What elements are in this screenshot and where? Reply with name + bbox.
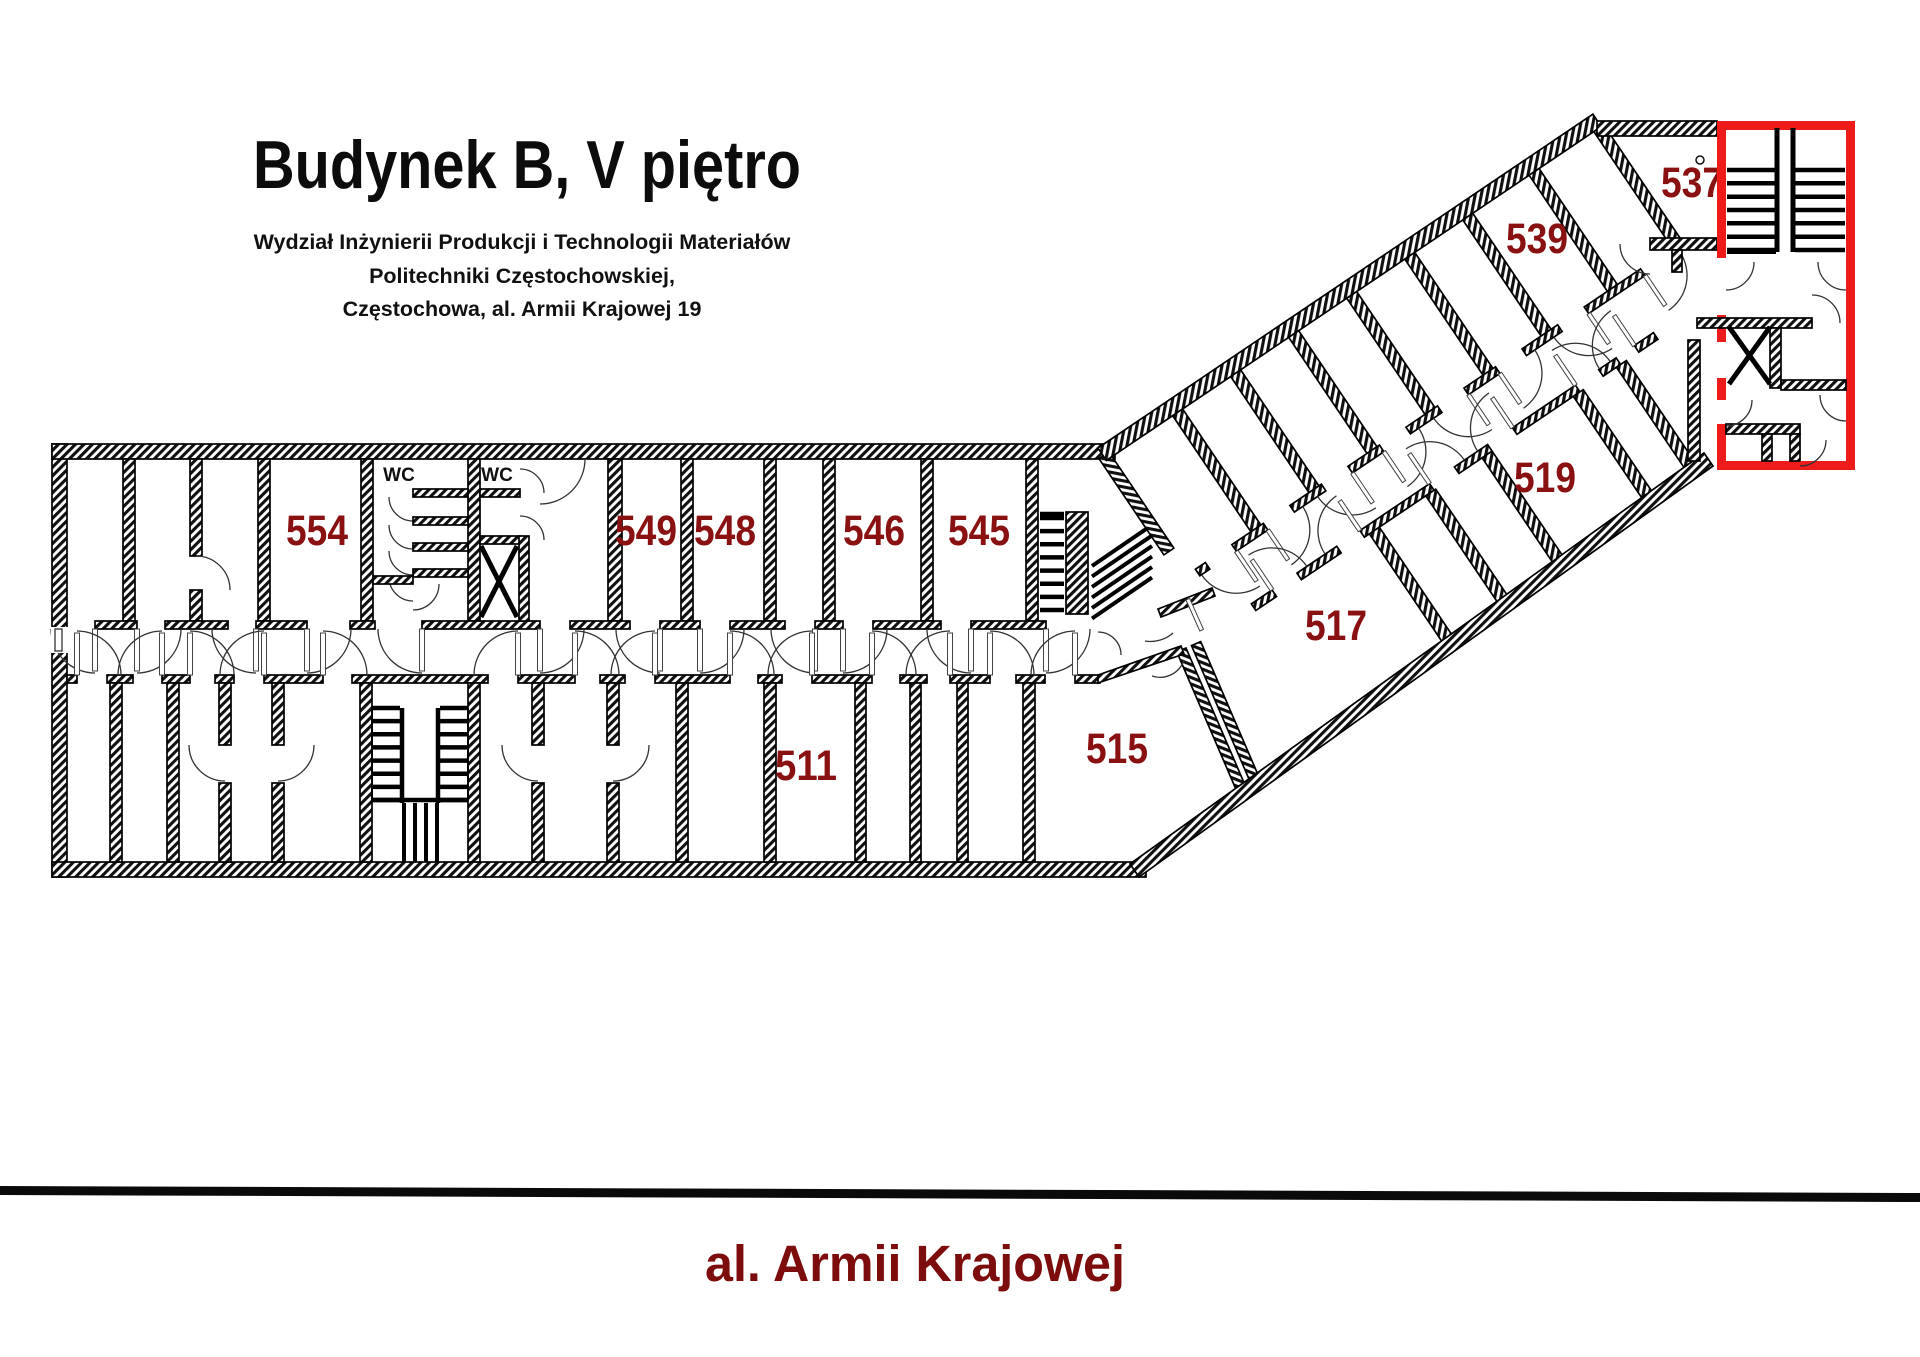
svg-text:WC: WC [383, 465, 415, 486]
svg-text:537: 537 [1661, 159, 1723, 207]
svg-text:519: 519 [1514, 454, 1576, 502]
svg-text:517: 517 [1305, 602, 1367, 650]
svg-text:548: 548 [694, 507, 756, 555]
svg-text:Budynek B, V piętro: Budynek B, V piętro [253, 127, 801, 203]
svg-text:WC: WC [481, 465, 513, 486]
svg-text:545: 545 [948, 507, 1010, 555]
svg-text:554: 554 [286, 507, 348, 555]
svg-text:Politechniki Częstochowskiej,: Politechniki Częstochowskiej, [369, 264, 675, 288]
svg-text:539: 539 [1506, 215, 1568, 263]
svg-text:Częstochowa, al. Armii Krajowe: Częstochowa, al. Armii Krajowej 19 [343, 297, 702, 321]
svg-text:al. Armii Krajowej: al. Armii Krajowej [705, 1235, 1125, 1292]
svg-text:511: 511 [775, 742, 837, 790]
svg-text:549: 549 [615, 507, 677, 555]
svg-text:546: 546 [843, 507, 905, 555]
svg-text:Wydział Inżynierii Produkcji i: Wydział Inżynierii Produkcji i Technolog… [254, 230, 791, 254]
svg-text:515: 515 [1086, 725, 1148, 773]
